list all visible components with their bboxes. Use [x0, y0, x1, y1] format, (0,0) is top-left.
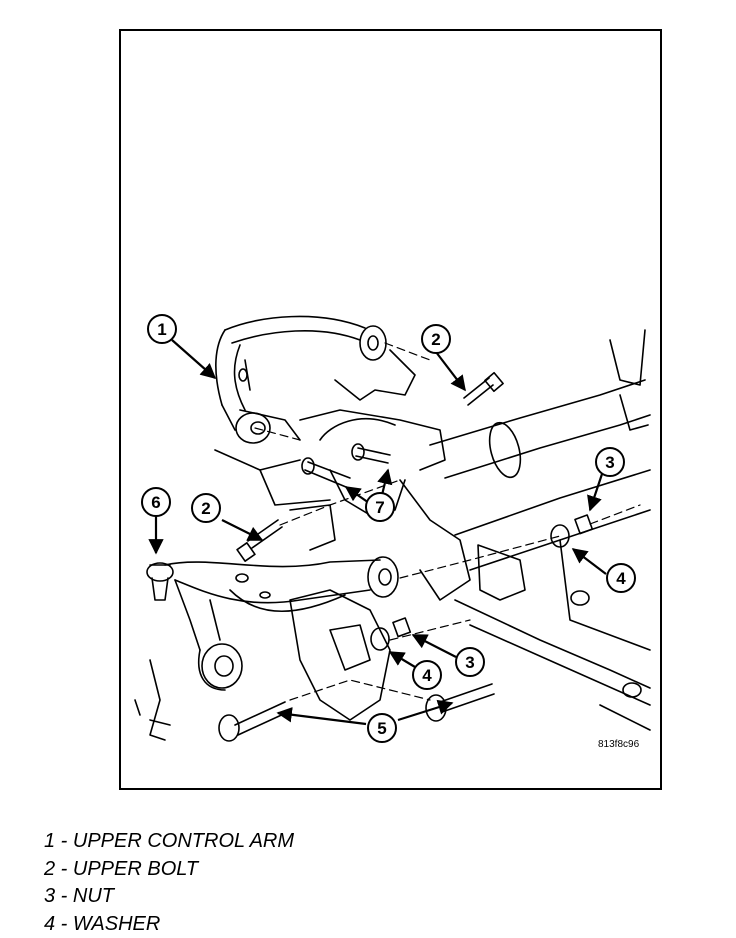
legend-item: 1 - UPPER CONTROL ARM: [44, 830, 295, 852]
callout-2a: 2: [421, 324, 451, 354]
bolts: [218, 371, 594, 742]
callout-4b: 4: [412, 660, 442, 690]
callout-3a-label: 3: [605, 453, 614, 472]
legend-item: 4 - WASHER: [44, 912, 161, 935]
upper-control-arm: [215, 315, 387, 444]
callout-4a-label: 4: [616, 569, 626, 588]
callout-6-label: 6: [151, 493, 160, 512]
callout-2b-label: 2: [201, 499, 210, 518]
lower-control-arm: [146, 556, 399, 691]
callout-5-label: 5: [377, 719, 386, 738]
parts-legend: 1 - UPPER CONTROL ARM 2 - UPPER BOLT 3 -…: [44, 828, 294, 938]
callout-4a: 4: [606, 563, 636, 593]
alignment-lines: [254, 342, 641, 701]
figure-reference-code: 813f8c96: [598, 739, 640, 750]
callouts: 1 2 2 3 3 4 4 5: [141, 314, 636, 743]
callout-3b: 3: [455, 647, 485, 677]
mount-brackets: [134, 349, 446, 741]
callout-2b: 2: [191, 493, 221, 523]
frame-rail: [399, 329, 651, 731]
leader-arrows: [148, 339, 607, 726]
callout-7: 7: [365, 492, 395, 522]
callout-7-label: 7: [375, 498, 384, 517]
callout-1: 1: [147, 314, 177, 344]
callout-3a: 3: [595, 447, 625, 477]
callout-5: 5: [367, 713, 397, 743]
callout-3b-label: 3: [465, 653, 474, 672]
callout-6: 6: [141, 487, 171, 517]
legend-item: 3 - NUT: [44, 885, 114, 907]
callout-1-label: 1: [157, 320, 166, 339]
legend-item: 2 - UPPER BOLT: [44, 857, 199, 880]
callout-4b-label: 4: [422, 666, 432, 685]
callout-2a-label: 2: [431, 330, 440, 349]
